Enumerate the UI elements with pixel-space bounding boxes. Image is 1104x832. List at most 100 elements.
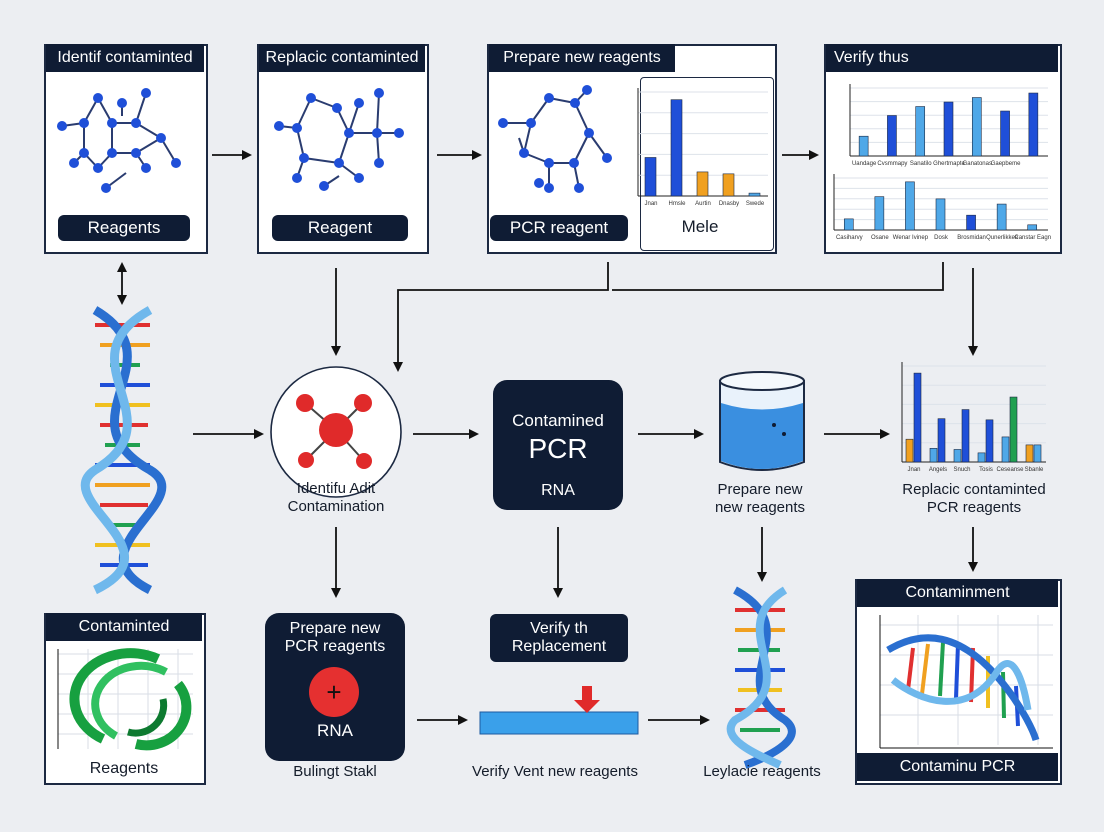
verify-caption: Verify Vent new reagents xyxy=(472,763,638,780)
tick-label: Casiharvy xyxy=(836,235,863,241)
verify-line2: Replacement xyxy=(511,638,607,655)
tick-label: Dosk xyxy=(934,235,949,241)
bar xyxy=(961,409,970,463)
bar xyxy=(1009,396,1018,463)
bar xyxy=(1000,110,1010,157)
bar xyxy=(929,448,938,463)
dna-caption: Leylacie reagents xyxy=(703,763,821,780)
molecule-network-icon xyxy=(274,88,404,191)
dna-helix-bottom xyxy=(727,586,796,769)
tick-label: Cvsmmapy xyxy=(877,161,907,167)
bar xyxy=(696,171,709,197)
box3-side-label: Mele xyxy=(681,217,719,236)
tick-label: Wenar Ivinep xyxy=(893,235,929,241)
tick-label: Ganatonas xyxy=(963,161,992,167)
bar xyxy=(966,214,976,231)
tick-label: Snuch xyxy=(953,467,970,473)
tick-label: Sbanle xyxy=(1025,467,1044,473)
prepare-pcr-rna: RNA xyxy=(317,721,353,740)
verify-replacement-card xyxy=(490,614,628,662)
connector-arrows xyxy=(117,150,978,725)
step-box-contaminment xyxy=(855,579,1062,785)
tick-label: Brosmidan xyxy=(957,235,986,241)
bar xyxy=(971,97,982,157)
tick-label: Jnan xyxy=(644,201,657,207)
box1-pill: Reagents xyxy=(58,215,190,241)
prepare-pcr-line2: PCR reagents xyxy=(284,638,386,655)
box3-inner-panel xyxy=(640,77,774,251)
pcr-card-big: PCR xyxy=(528,433,588,464)
tick-label: Swede xyxy=(746,201,765,207)
molecule-network-icon xyxy=(498,85,612,193)
bar xyxy=(1001,436,1010,463)
tick-label: Aurtin xyxy=(695,201,711,207)
bar xyxy=(985,419,994,463)
bar xyxy=(887,115,897,157)
tick-label: Ghertmapte xyxy=(933,161,965,167)
molecule-network-icon xyxy=(57,88,181,193)
tick-label: Tosis xyxy=(979,467,993,473)
chart4-label-1: Replacic contaminted xyxy=(902,481,1046,498)
tick-label: Ceseanse xyxy=(996,467,1024,473)
prepare-pcr-caption: Bulingt Stakl xyxy=(293,763,377,780)
contamined-pcr-card xyxy=(493,380,623,510)
bar xyxy=(748,192,761,197)
bar xyxy=(913,372,922,463)
tick-label: Jnan xyxy=(907,467,920,473)
box3-header: Prepare new reagents xyxy=(489,44,675,72)
tick-label: Dnasby xyxy=(719,201,739,207)
box3-pill: PCR reagent xyxy=(490,215,628,241)
bar xyxy=(935,198,946,231)
box6-header: Contaminment xyxy=(857,579,1058,607)
tick-label: Angels xyxy=(929,467,947,473)
bar xyxy=(722,173,735,197)
prepare-pcr-line1: Prepare new xyxy=(289,620,381,637)
bar xyxy=(843,218,854,231)
verify-bar xyxy=(479,686,639,735)
bar xyxy=(1027,224,1038,231)
bar xyxy=(1025,444,1034,463)
bar xyxy=(905,181,915,231)
tick-label: Canstar Eagn xyxy=(1014,235,1051,241)
box5-header: Contaminted xyxy=(46,613,202,641)
bar xyxy=(644,157,657,197)
tick-label: Gaepbeme xyxy=(991,161,1021,167)
bar xyxy=(953,449,962,463)
pcr-card-top: Contamined xyxy=(512,411,604,430)
add-circle-icon: + xyxy=(309,667,359,717)
molecule-label-1: Identifu Adit xyxy=(296,480,376,497)
box2-header: Replacic contaminted xyxy=(259,44,425,72)
tick-label: Osane xyxy=(871,235,889,241)
bar xyxy=(915,106,926,157)
bar xyxy=(858,135,869,157)
molecule-label-2: Contamination xyxy=(287,498,385,515)
bar xyxy=(996,203,1007,231)
molecule-graphic xyxy=(270,366,402,498)
box2-pill: Reagent xyxy=(272,215,408,241)
chart-1: Jnan Hmsle Aurtin Dnasby Swede xyxy=(637,88,768,207)
bar xyxy=(874,196,885,231)
tick-label: Sanatilo xyxy=(910,161,932,167)
tick-label: Uandage xyxy=(852,161,877,167)
beaker-label-2: new reagents xyxy=(714,499,806,516)
dna-chart-icon xyxy=(879,615,1053,749)
pcr-card-bottom: RNA xyxy=(541,482,575,499)
contamination-arcs-icon xyxy=(57,648,193,751)
box1-header: Identif contaminted xyxy=(46,44,204,72)
beaker-label-1: Prepare new xyxy=(717,481,803,498)
box4-header: Verify thus xyxy=(826,44,1058,72)
chart4-label-2: PCR reagents xyxy=(926,499,1022,516)
bar xyxy=(1033,444,1042,463)
box6-footer: Contaminu PCR xyxy=(857,753,1058,781)
bar xyxy=(670,99,683,197)
tick-label: Qunerlikkee xyxy=(986,235,1019,241)
tick-label: Hmsle xyxy=(668,201,686,207)
box5-footer: Reagents xyxy=(89,760,159,777)
bar xyxy=(977,452,986,463)
beaker-graphic xyxy=(719,371,805,471)
dna-helix-left xyxy=(80,306,167,595)
